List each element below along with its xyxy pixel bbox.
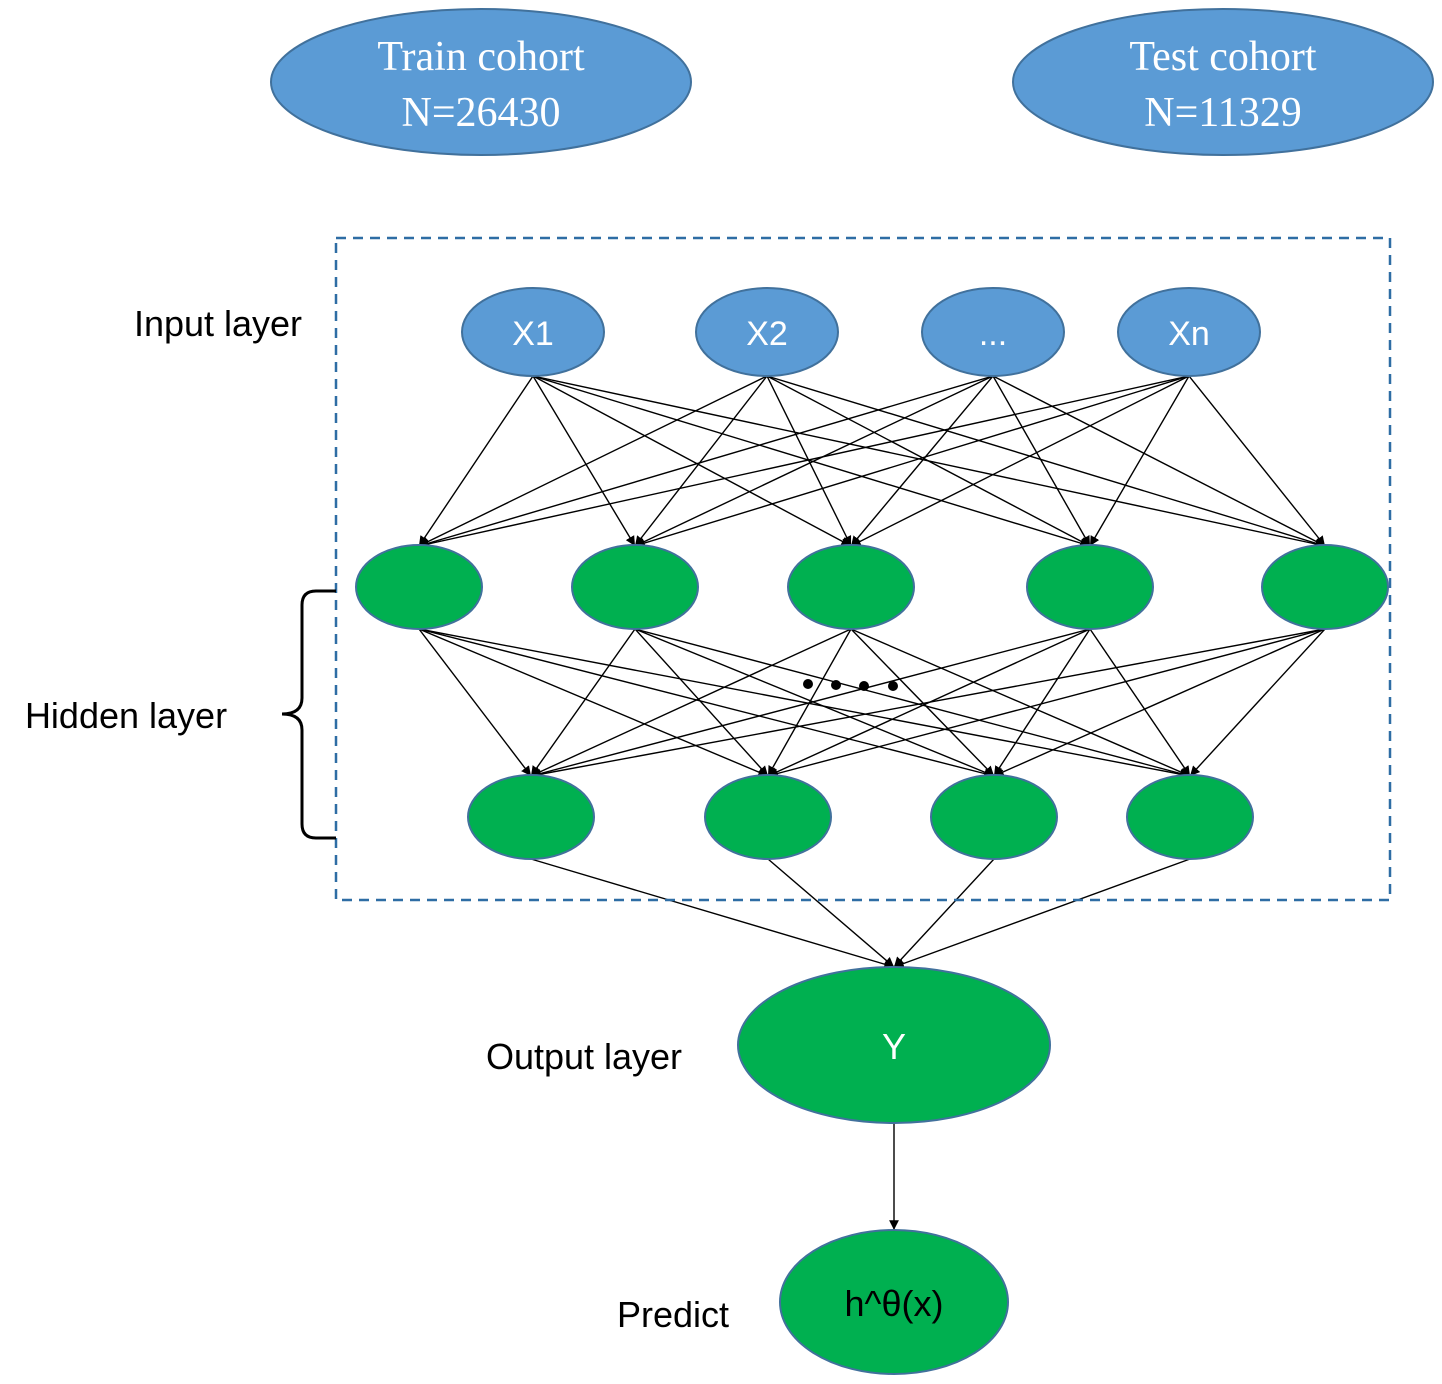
hidden-to-output-edge (530, 858, 895, 969)
input-to-hidden-edge (1188, 375, 1326, 547)
input-to-hidden-edge (634, 375, 994, 547)
input-to-hidden-edge (850, 375, 1190, 547)
input-to-hidden-edge (418, 375, 768, 547)
test-cohort: Test cohort N=11329 (1012, 8, 1434, 156)
output-node: Y (737, 966, 1051, 1124)
hidden-to-hidden-edge (1089, 628, 1191, 777)
hidden-to-hidden-edge (418, 628, 532, 777)
test-cohort-title: Test cohort (1129, 34, 1317, 80)
input-to-hidden-edge (418, 375, 1190, 549)
input-to-hidden-edge (766, 375, 852, 547)
output-node-label: Y (882, 1026, 906, 1067)
input-to-hidden-edge (532, 375, 852, 547)
predict-label: Predict (617, 1294, 729, 1335)
hidden-node (355, 544, 483, 630)
input-layer-label: Input layer (134, 303, 302, 344)
hidden-to-output-edge (767, 858, 895, 968)
hidden-layer-2 (467, 774, 1254, 860)
input-node-x1: X1 (461, 287, 605, 377)
input-node-label: Xn (1168, 315, 1210, 353)
hidden-to-hidden-edge (634, 628, 1191, 779)
input-to-hidden-edge (1089, 375, 1190, 547)
hidden-to-output-edge (893, 858, 995, 968)
test-cohort-count: N=11329 (1144, 90, 1301, 136)
input-to-hidden-edge (766, 375, 1091, 547)
hidden-to-hidden-edge (767, 628, 1326, 779)
input-node-label: X2 (746, 315, 788, 353)
hidden-node (467, 774, 595, 860)
hidden-to-hidden-edge (418, 628, 769, 777)
input-to-hidden-edge (532, 375, 636, 547)
train-cohort-count: N=26430 (401, 90, 560, 136)
train-cohort-title: Train cohort (377, 34, 585, 80)
hidden-node (571, 544, 699, 630)
hidden-node (704, 774, 832, 860)
hidden-to-hidden-edge (530, 628, 852, 777)
input-to-hidden-edge (992, 375, 1326, 547)
hidden-node (787, 544, 915, 630)
input-node-xn: Xn (1117, 287, 1261, 377)
input-node-label: ... (979, 315, 1007, 353)
hidden-node (1026, 544, 1154, 630)
predict-node-label: h^θ(x) (845, 1283, 944, 1324)
hidden-to-hidden-edge (418, 628, 1191, 779)
hidden-to-hidden-edge (530, 628, 1091, 779)
input-node-label: X1 (512, 315, 554, 353)
input-to-hidden-edge (634, 375, 1190, 548)
hidden-to-hidden-edge (993, 628, 1091, 777)
hidden-to-output-edge (893, 858, 1191, 969)
output-layer-label: Output layer (486, 1036, 682, 1077)
hidden-to-hidden-edge (530, 628, 636, 777)
input-to-hidden-edge (992, 375, 1091, 547)
input-to-hidden-edge (634, 375, 768, 547)
input-layer: X1 X2 ... Xn (461, 287, 1261, 377)
input-to-hidden-edge (766, 375, 1326, 548)
hidden-node (1126, 774, 1254, 860)
hidden-layer-1 (355, 544, 1389, 630)
predict-node: h^θ(x) (779, 1229, 1009, 1375)
input-node-x2: X2 (695, 287, 839, 377)
hidden-to-hidden-edge (530, 628, 1326, 780)
hidden-node (930, 774, 1058, 860)
hidden-node (1261, 544, 1389, 630)
input-to-hidden-edge (418, 375, 534, 547)
input-node-ellipsis: ... (921, 287, 1065, 377)
hidden-to-hidden-edge (1189, 628, 1326, 777)
connection-edges (418, 375, 1326, 1230)
hidden-layer-brace (281, 589, 336, 840)
network-dashed-box (334, 236, 1392, 902)
hidden-to-hidden-edge (634, 628, 769, 777)
hidden-to-hidden-edge (634, 628, 995, 777)
hidden-to-hidden-edge (993, 628, 1326, 777)
hidden-to-hidden-edge (418, 628, 995, 779)
hidden-to-hidden-edge (850, 628, 995, 777)
input-to-hidden-edge (418, 375, 994, 548)
train-cohort: Train cohort N=26430 (270, 8, 692, 156)
input-to-hidden-edge (532, 375, 1091, 548)
hidden-layer-label: Hidden layer (25, 695, 227, 736)
input-to-hidden-edge (850, 375, 994, 547)
hidden-layers-ellipsis-dots (803, 679, 898, 691)
hidden-to-hidden-edge (850, 628, 1191, 777)
